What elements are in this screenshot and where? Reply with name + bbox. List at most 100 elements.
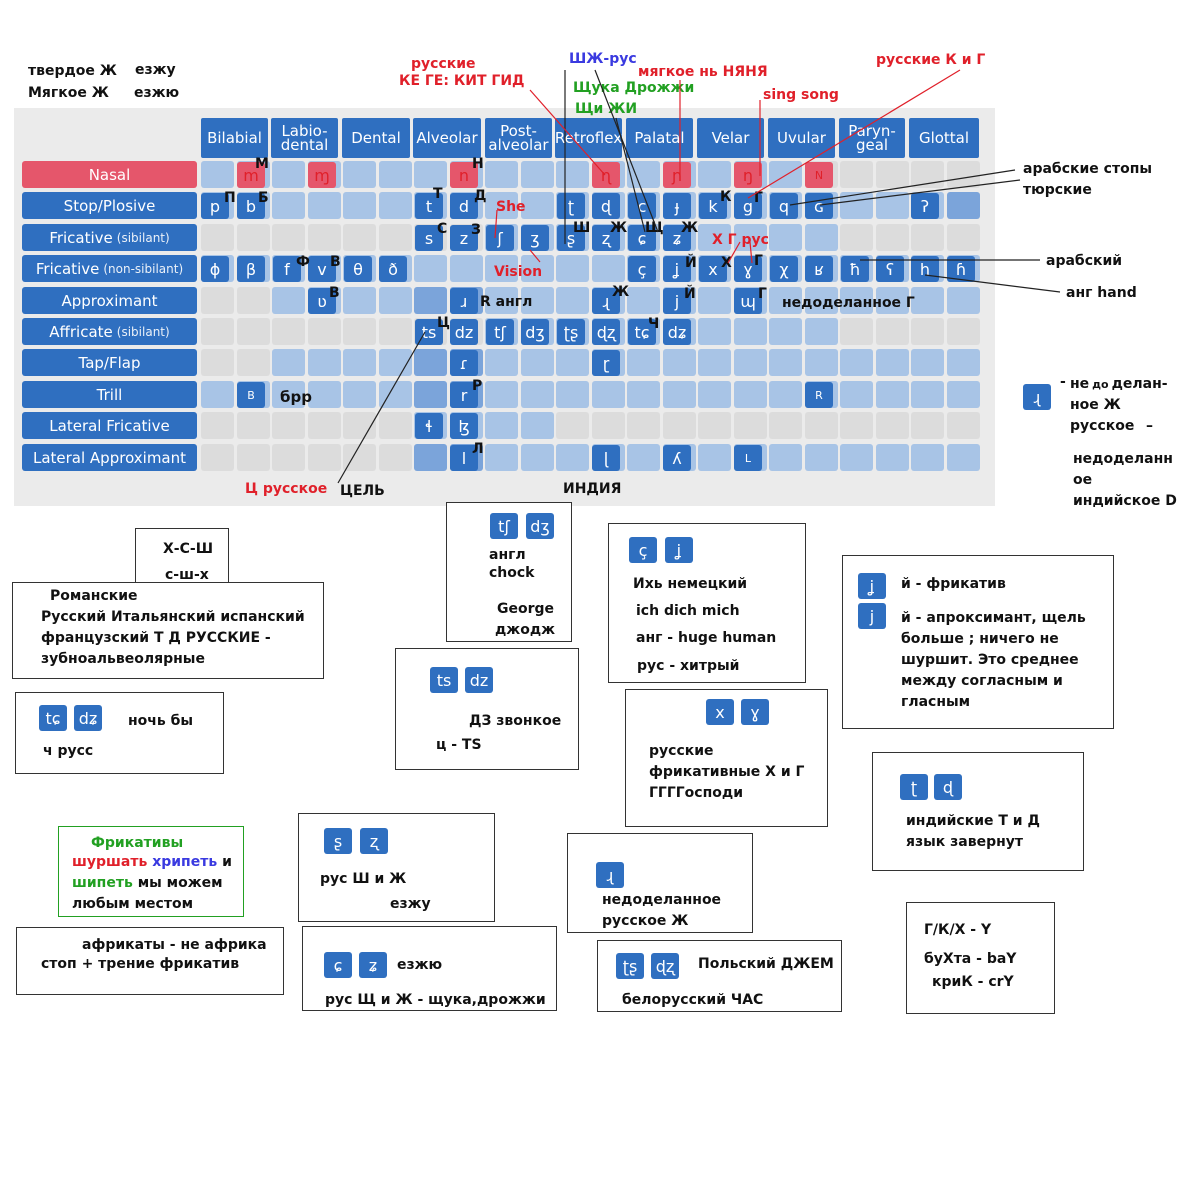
grid-cell <box>485 192 518 220</box>
grid-cell <box>485 380 518 408</box>
ipa-alveolopalatal-dz[interactable]: dʑ <box>663 319 691 345</box>
grid-cell <box>414 286 447 314</box>
note-rus-ke2: КЕ ГЕ: КИТ ГИД <box>399 73 525 89</box>
ipa-theta[interactable]: θ <box>344 256 372 282</box>
ipa-labiodental-nasal[interactable]: ɱ <box>308 162 336 188</box>
label-vision: Vision <box>494 264 543 280</box>
label-Ch: Ч <box>648 316 660 332</box>
label-K: К <box>720 189 732 205</box>
grid-cell <box>769 318 802 345</box>
ipa-palatal-l[interactable]: ʎ <box>663 445 691 471</box>
grid-cell <box>272 443 305 471</box>
ipa-tsh[interactable]: tʃ <box>486 319 514 345</box>
ipa-dzh[interactable]: dʒ <box>521 319 549 345</box>
ipa-beta[interactable]: β <box>237 256 265 282</box>
ipa-c-cedilla[interactable]: ç <box>628 256 656 282</box>
grid-cell <box>591 380 625 408</box>
ipa-retroflex-l[interactable]: ɭ <box>592 445 620 471</box>
grid-cell <box>804 223 838 251</box>
ipa-velar-nasal[interactable]: ŋ <box>734 162 762 188</box>
ipa-velar-approximant[interactable]: ɰ <box>734 288 762 314</box>
grid-cell <box>414 380 447 408</box>
ipa-alveolopalatal-z[interactable]: ʑ <box>663 225 691 251</box>
ipa-retroflex-d[interactable]: ɖ <box>592 193 620 219</box>
ipa-k[interactable]: k <box>699 193 727 219</box>
ipa-glottal-stop[interactable]: ʔ <box>911 193 939 219</box>
note-ind-3: индийское D <box>1073 493 1177 509</box>
ipa-belted-l[interactable]: ɬ <box>415 413 443 439</box>
ipa-x[interactable]: x <box>699 256 727 282</box>
label-G2: Г <box>754 253 763 269</box>
grid-cell <box>698 223 731 251</box>
ipa-dz[interactable]: dz <box>450 319 478 345</box>
ipa-p[interactable]: p <box>201 193 229 219</box>
ipa-retroflex-s[interactable]: ʂ <box>557 225 585 251</box>
ipa-retroflex-t[interactable]: ʈ <box>557 193 585 219</box>
ipa-eth[interactable]: ð <box>379 256 407 282</box>
grid-cell <box>307 380 341 408</box>
ipa-gamma[interactable]: ɣ <box>734 256 762 282</box>
ipa-ezh[interactable]: ʒ <box>521 225 549 251</box>
label-T: Т <box>433 186 443 202</box>
ipa-uvular-trill[interactable]: R <box>805 382 833 408</box>
ipa-chi[interactable]: χ <box>770 256 798 282</box>
row-lateral-fricative: Lateral Fricative <box>22 412 197 439</box>
ipa-alveolopalatal-ts[interactable]: tɕ <box>628 319 656 345</box>
box-gkx: Г/К/Х - Y буХта - baY криК - crY <box>906 902 1055 1014</box>
ipa-z[interactable]: z <box>450 225 478 251</box>
ipa-j-crossed[interactable]: ʝ <box>663 256 691 282</box>
ipa-retroflex-dz[interactable]: ɖʐ <box>592 319 620 345</box>
ipa-retroflex-z[interactable]: ʐ <box>592 225 620 251</box>
ipa-palatal-nasal[interactable]: ɲ <box>663 162 691 188</box>
ipa-t[interactable]: t <box>415 193 443 219</box>
grid-cell <box>698 318 731 345</box>
ipa-f[interactable]: f <box>273 256 301 282</box>
ipa-retroflex-tap[interactable]: ɽ <box>592 350 620 376</box>
ipa-j[interactable]: j <box>663 288 691 314</box>
ipa-d[interactable]: d <box>450 193 478 219</box>
ipa-bilabial-trill[interactable]: B <box>237 382 265 408</box>
grid-cell <box>343 349 376 377</box>
label-Y2: Й <box>684 286 696 302</box>
grid-cell <box>343 223 376 251</box>
hard-zh-label: твердое Ж <box>28 63 117 79</box>
ipa-r[interactable]: r <box>450 382 478 408</box>
grid-cell <box>769 286 802 314</box>
ipa-uvular-stop-voiced[interactable]: ɢ <box>805 193 833 219</box>
ipa-tap[interactable]: ɾ <box>450 350 478 376</box>
grid-cell <box>875 161 909 188</box>
ipa-retroflex-approximant[interactable]: ɻ <box>592 288 620 314</box>
label-R: Р <box>472 378 483 394</box>
grid-cell <box>946 286 980 314</box>
grid-cell <box>343 192 376 220</box>
ipa-v-hook[interactable]: ʋ <box>308 288 336 314</box>
col-dental: Dental <box>342 118 410 158</box>
col-pharyngeal: Paryn- geal <box>839 118 905 158</box>
label-L: Л <box>472 441 484 457</box>
label-V: В <box>330 254 341 270</box>
ipa-retroflex-ts[interactable]: ʈʂ <box>557 319 585 345</box>
ipa-m[interactable]: m <box>237 162 265 188</box>
ipa-uvular-nasal[interactable]: N <box>805 162 833 188</box>
ipa-b[interactable]: b <box>237 193 265 219</box>
ipa-v[interactable]: v <box>308 256 336 282</box>
soft-zh-label: Мягкое Ж <box>28 85 109 101</box>
ipa-palatal-stop-voiced[interactable]: ɟ <box>663 193 691 219</box>
ipa-phi[interactable]: ɸ <box>201 256 229 282</box>
label-S: С <box>437 221 448 237</box>
ipa-lezh[interactable]: ɮ <box>450 413 478 439</box>
ipa-q[interactable]: q <box>770 193 798 219</box>
ipa-alveolopalatal-s[interactable]: ɕ <box>628 225 656 251</box>
grid-cell <box>733 318 767 345</box>
ipa-esh[interactable]: ʃ <box>486 225 514 251</box>
ipa-l[interactable]: l <box>450 445 478 471</box>
ipa-inverted-r[interactable]: ʁ <box>805 256 833 282</box>
ipa-turned-r[interactable]: ɹ <box>450 288 478 314</box>
ipa-s[interactable]: s <box>415 225 443 251</box>
grid-cell <box>378 443 412 471</box>
note-ind-2: ое <box>1073 472 1093 488</box>
ipa-n[interactable]: n <box>450 162 478 188</box>
ipa-velar-l[interactable]: L <box>734 445 762 471</box>
grid-cell <box>343 318 376 345</box>
grid-cell <box>520 380 554 408</box>
